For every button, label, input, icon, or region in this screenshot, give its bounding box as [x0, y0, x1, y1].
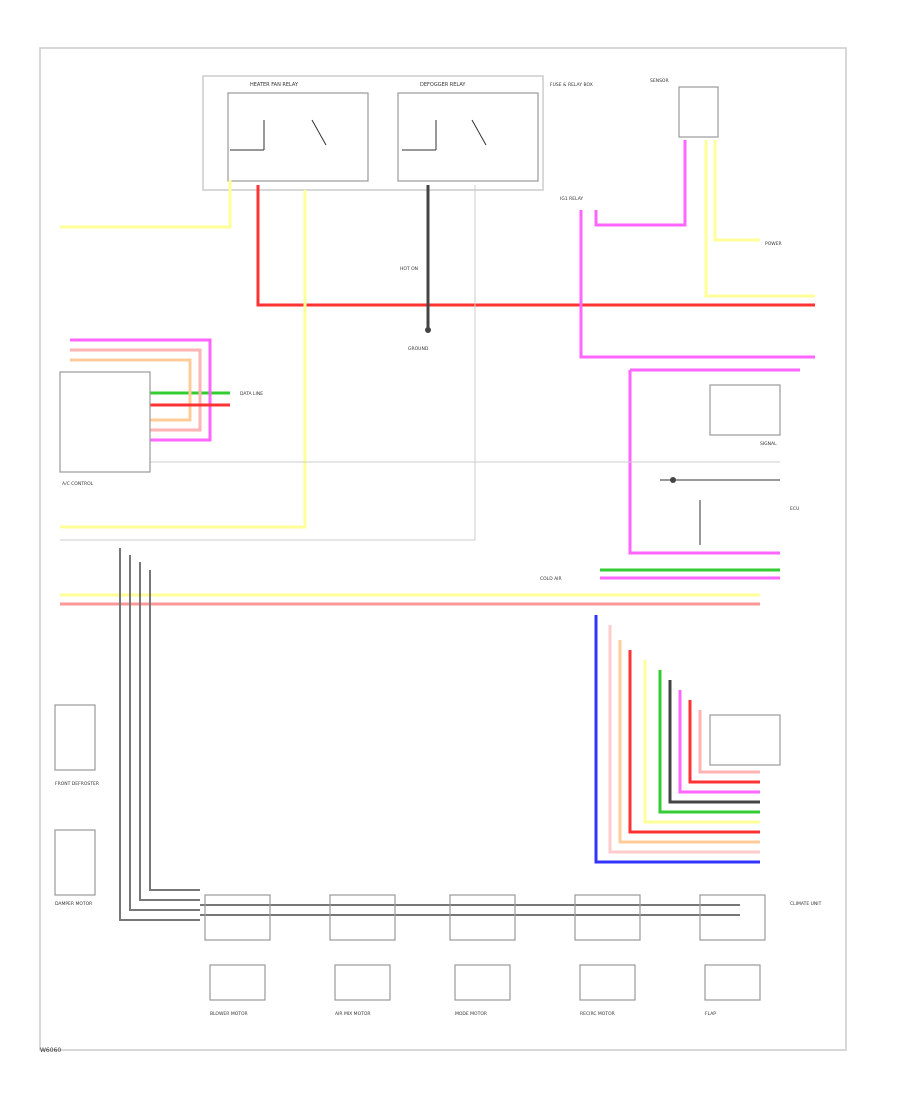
wire-pink-mid [628, 370, 780, 555]
cold-air-label: COLD AIR [540, 576, 562, 582]
recirc-motor-label: RECIRC MOTOR [580, 1011, 615, 1017]
wire-blue [594, 615, 760, 864]
signal-label: SIGNAL [760, 441, 777, 447]
relay-right-label: DEFOGGER RELAY [420, 82, 466, 88]
wire-yellow-right [704, 140, 815, 298]
flap-label: FLAP [705, 1011, 716, 1017]
power-label: POWER [765, 241, 782, 247]
relay-block: HEATER FAN RELAY DEFOGGER RELAY FUSE & R… [202, 75, 593, 191]
wire-red-main [256, 185, 815, 307]
ig1-relay-label: IG1 RELAY [560, 196, 583, 202]
wire-pink-left [70, 338, 212, 442]
wire-yellow-top [60, 180, 232, 229]
ground-label: GROUND [408, 346, 429, 352]
damper-motor-label: DAMPER MOTOR [55, 901, 92, 907]
air-mix-motor-label: AIR MIX MOTOR [335, 1011, 371, 1017]
diagram-frame [39, 47, 847, 1051]
ecu-box: ECU CLIMATE UNIT [709, 384, 822, 907]
wires [60, 140, 815, 921]
front-defroster-label: FRONT DEFROSTER [55, 781, 99, 787]
wire-green-bundle [658, 670, 760, 814]
bottom-motors: BLOWER MOTOR AIR MIX MOTOR MODE MOTOR RE… [204, 894, 766, 1017]
ac-control-label: A/C CONTROL [62, 481, 94, 487]
ac-control-box: A/C CONTROL [59, 371, 151, 487]
ecu-label: ECU [790, 506, 799, 512]
fuse-relay-box-label: FUSE & RELAY BOX [550, 82, 593, 88]
mode-motor-label: MODE MOTOR [455, 1011, 487, 1017]
relay-left-label: HEATER FAN RELAY [250, 82, 299, 88]
footer-id: W6060 [40, 1047, 61, 1054]
data-line-label: DATA LINE [240, 391, 263, 397]
ground-symbol: GROUND [408, 327, 431, 352]
ground-symbol-right [670, 477, 676, 483]
hot-on-label: HOT ON [400, 266, 418, 272]
wire-yellow-long [60, 190, 307, 529]
wire-gray-bundle [119, 548, 200, 921]
sensor-label: SENSOR [650, 78, 669, 84]
wire-pink-top [579, 210, 815, 359]
wire-red-right [628, 650, 760, 834]
left-motors: FRONT DEFROSTER DAMPER MOTOR [54, 704, 99, 907]
blower-motor-label: BLOWER MOTOR [210, 1011, 248, 1017]
climate-unit-label: CLIMATE UNIT [790, 901, 822, 907]
sensor-box: SENSOR [650, 78, 719, 138]
